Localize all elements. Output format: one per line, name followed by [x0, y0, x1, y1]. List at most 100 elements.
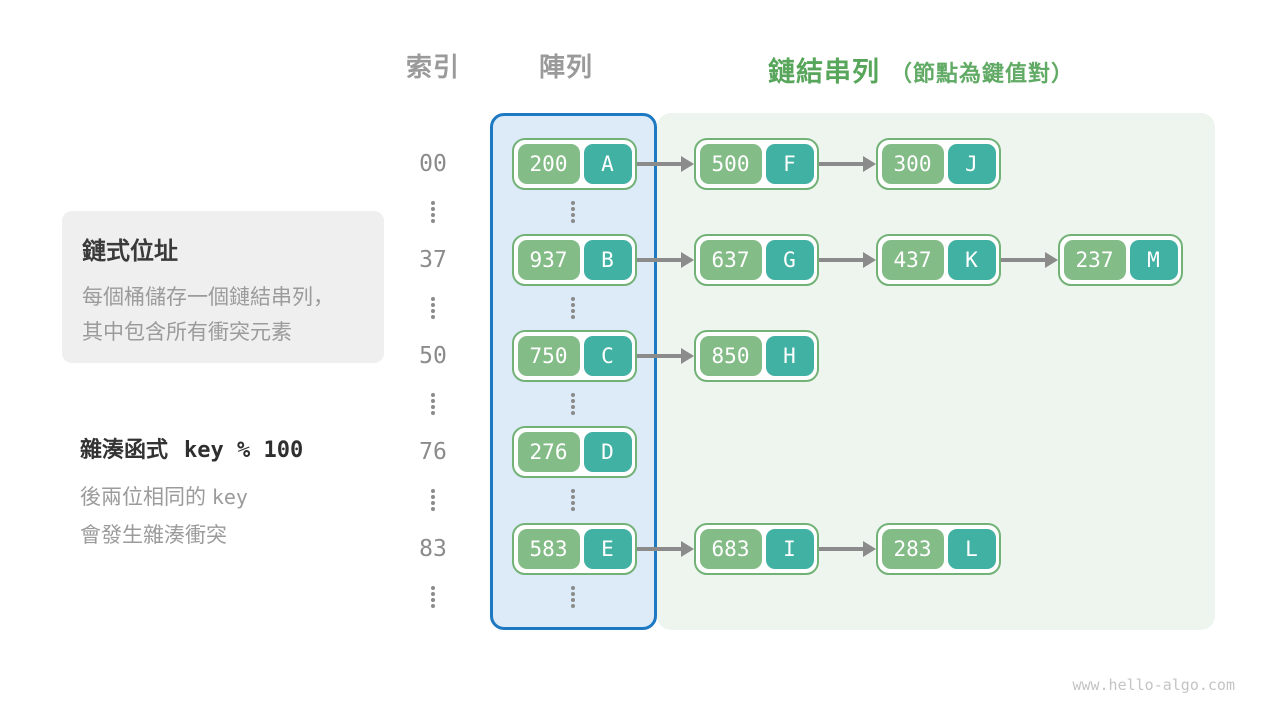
ellipsis-dot: [431, 297, 435, 301]
ellipsis-dot: [571, 297, 575, 301]
chaining-info-box: 鏈式位址 每個桶儲存一個鏈結串列， 其中包含所有衝突元素: [62, 211, 384, 363]
hash-function-note: 雜湊函式 key % 100 後兩位相同的 key 會發生雜湊衝突: [80, 432, 400, 555]
index-ellipsis: [431, 297, 435, 319]
key-cell: 300: [881, 144, 944, 184]
ellipsis-dot: [571, 207, 575, 211]
next-pointer-arrow: [819, 541, 876, 557]
ellipsis-dot: [571, 393, 575, 397]
ellipsis-dot: [571, 405, 575, 409]
ellipsis-dot: [571, 315, 575, 319]
index-ellipsis: [431, 489, 435, 511]
linked-list-header-note: （節點為鍵值對）: [890, 61, 1075, 86]
next-pointer-arrow: [637, 541, 694, 557]
ellipsis-dot: [431, 315, 435, 319]
ellipsis-dot: [431, 598, 435, 602]
ellipsis-dot: [571, 489, 575, 493]
value-cell: H: [765, 336, 814, 376]
array-ellipsis: [571, 297, 575, 319]
hash-note-line-1-text: 後兩位相同的: [80, 486, 206, 509]
next-pointer-arrow: [819, 252, 876, 268]
arrow-head: [681, 348, 694, 364]
array-ellipsis: [571, 393, 575, 415]
value-cell: B: [583, 240, 632, 280]
value-cell: M: [1129, 240, 1178, 280]
value-cell: I: [765, 529, 814, 569]
array-column-header: 陣列: [538, 52, 593, 82]
info-box-line-2: 其中包含所有衝突元素: [82, 321, 292, 344]
key-cell: 683: [699, 529, 762, 569]
next-pointer-arrow: [819, 156, 876, 172]
ellipsis-dot: [431, 405, 435, 409]
ellipsis-dot: [571, 303, 575, 307]
ellipsis-dot: [571, 309, 575, 313]
value-cell: G: [765, 240, 814, 280]
ellipsis-dot: [431, 411, 435, 415]
arrow-shaft: [637, 354, 684, 358]
ellipsis-dot: [571, 219, 575, 223]
value-cell: C: [583, 336, 632, 376]
key-cell: 500: [699, 144, 762, 184]
key-cell: 937: [517, 240, 580, 280]
ellipsis-dot: [431, 213, 435, 217]
ellipsis-dot: [431, 507, 435, 511]
value-cell: D: [583, 432, 632, 472]
index-ellipsis: [431, 201, 435, 223]
ellipsis-dot: [571, 399, 575, 403]
key-cell: 750: [517, 336, 580, 376]
key-cell: 200: [517, 144, 580, 184]
index-label: 76: [419, 439, 447, 465]
next-pointer-arrow: [1001, 252, 1058, 268]
ellipsis-dot: [431, 309, 435, 313]
info-box-line-1: 每個桶儲存一個鏈結串列，: [82, 286, 334, 309]
ellipsis-dot: [571, 507, 575, 511]
arrow-shaft: [637, 258, 684, 262]
array-ellipsis: [571, 489, 575, 511]
key-cell: 283: [881, 529, 944, 569]
ellipsis-dot: [571, 213, 575, 217]
arrow-shaft: [819, 547, 866, 551]
hash-note-line-1-code: key: [211, 485, 248, 509]
key-cell: 237: [1063, 240, 1126, 280]
ellipsis-dot: [571, 501, 575, 505]
array-ellipsis: [571, 201, 575, 223]
ellipsis-dot: [571, 586, 575, 590]
ellipsis-dot: [431, 207, 435, 211]
value-cell: K: [947, 240, 996, 280]
ellipsis-dot: [431, 501, 435, 505]
index-label: 00: [419, 151, 447, 177]
linked-list-column-header: 鏈結串列 （節點為鍵值對）: [768, 50, 1074, 87]
arrow-head: [681, 156, 694, 172]
ellipsis-dot: [431, 495, 435, 499]
arrow-head: [1045, 252, 1058, 268]
arrow-shaft: [637, 162, 684, 166]
ellipsis-dot: [571, 411, 575, 415]
watermark-url: www.hello-algo.com: [1072, 676, 1235, 694]
next-pointer-arrow: [637, 252, 694, 268]
value-cell: E: [583, 529, 632, 569]
ellipsis-dot: [431, 604, 435, 608]
arrow-head: [681, 541, 694, 557]
ellipsis-dot: [431, 586, 435, 590]
ellipsis-dot: [431, 303, 435, 307]
ellipsis-dot: [431, 393, 435, 397]
key-cell: 583: [517, 529, 580, 569]
key-cell: 850: [699, 336, 762, 376]
hash-note-formula: key % 100: [184, 438, 304, 463]
index-ellipsis: [431, 586, 435, 608]
index-label: 83: [419, 536, 447, 562]
key-cell: 437: [881, 240, 944, 280]
arrow-shaft: [819, 162, 866, 166]
hash-note-title: 雜湊函式: [80, 437, 169, 462]
ellipsis-dot: [571, 598, 575, 602]
